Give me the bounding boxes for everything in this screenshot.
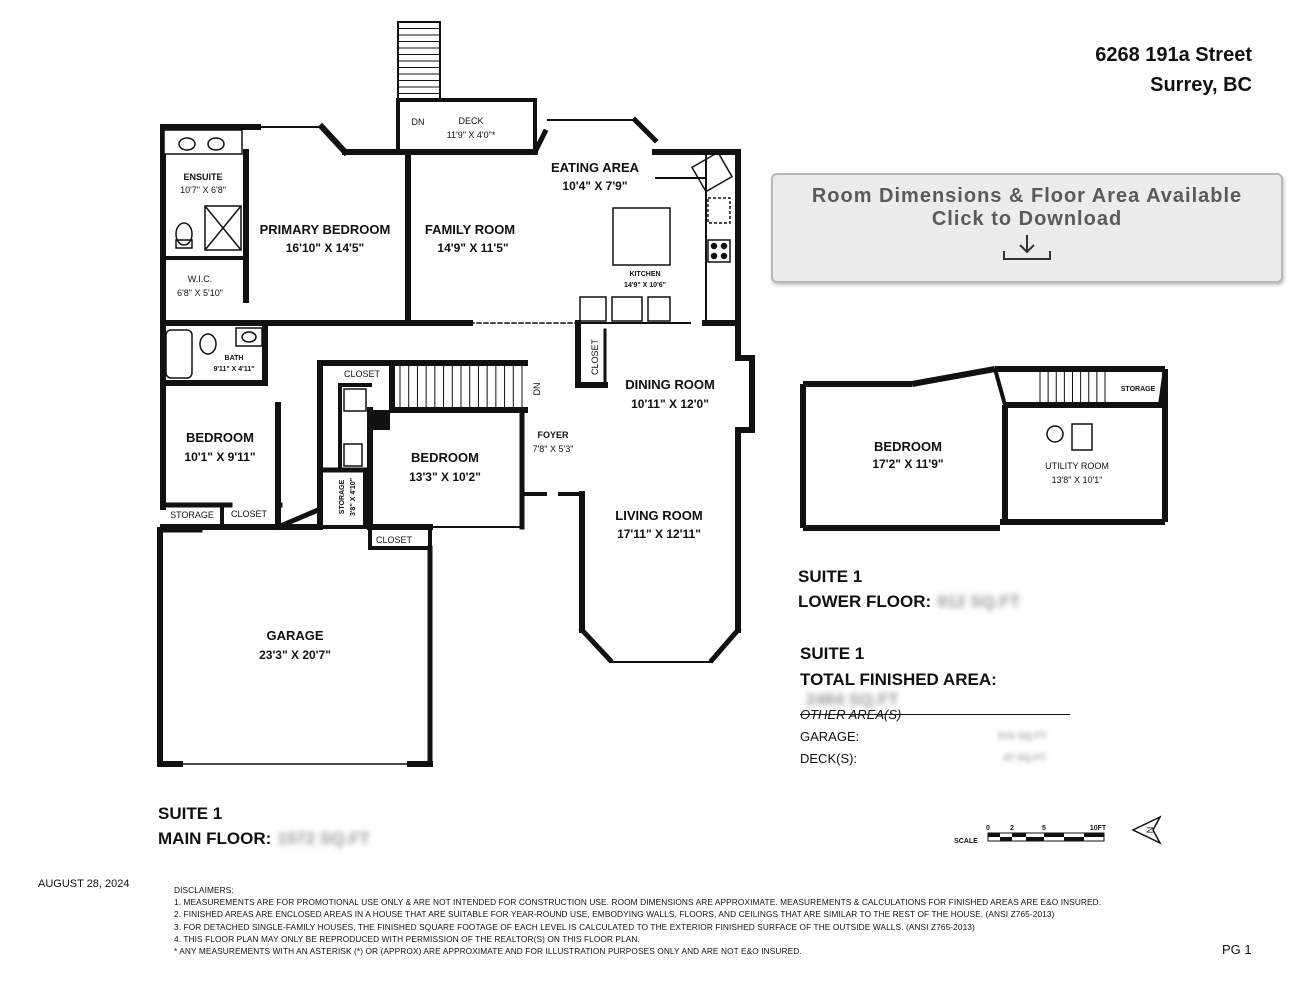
family-room-dim: 14'9" X 11'5" bbox=[437, 241, 508, 255]
deck-dim: 11'9" X 4'0"* bbox=[447, 130, 496, 140]
closet-kitchen-name: CLOSET bbox=[590, 338, 600, 375]
storage-left-name: STORAGE bbox=[170, 510, 214, 520]
lower-floor-area: LOWER FLOOR: 912 SQ.FT bbox=[798, 592, 1020, 612]
download-button[interactable]: Room Dimensions & Floor Area Available C… bbox=[771, 173, 1283, 283]
scale-label: SCALE bbox=[954, 838, 978, 845]
stairs-dn-deck: DN bbox=[412, 117, 425, 127]
ensuite-name: ENSUITE bbox=[183, 172, 222, 182]
lower-bedroom-dim: 17'2" X 11'9" bbox=[872, 457, 943, 471]
utility-room-dim: 13'8" X 10'1" bbox=[1052, 475, 1103, 485]
total-finished-value: 2484 SQ.FT bbox=[806, 690, 899, 709]
eating-area-name: EATING AREA bbox=[551, 160, 640, 175]
scale-tick-2: 2 bbox=[1010, 825, 1014, 832]
kitchen-name: KITCHEN bbox=[629, 271, 660, 278]
disclaimer-item: 2. FINISHED AREAS ARE ENCLOSED AREAS IN … bbox=[174, 909, 1055, 920]
lower-floor-label: LOWER FLOOR: bbox=[798, 592, 932, 611]
garage-dim: 23'3" X 20'7" bbox=[259, 648, 331, 662]
total-finished-area: TOTAL FINISHED AREA:2484 SQ.FT bbox=[800, 670, 1070, 715]
living-room-dim: 17'11" X 12'11" bbox=[617, 527, 701, 541]
deck-area-value: 47 SQ.FT bbox=[1003, 753, 1047, 764]
stairs bbox=[398, 21, 1106, 408]
bedroom-left-dim: 10'1" X 9'11" bbox=[184, 450, 255, 464]
deck-name: DECK bbox=[458, 116, 483, 126]
garage-name: GARAGE bbox=[266, 628, 323, 643]
main-floor-label: MAIN FLOOR: bbox=[158, 829, 272, 848]
north-label: N bbox=[1145, 827, 1155, 834]
total-suite-label: SUITE 1 bbox=[800, 644, 865, 663]
storage-hall-dim: 3'8" X 4'10" bbox=[350, 478, 357, 516]
lower-suite-label: SUITE 1 bbox=[798, 567, 863, 586]
scale-tick-5: 5 bbox=[1042, 825, 1046, 832]
download-icon bbox=[1003, 235, 1051, 260]
disclaimers-heading: DISCLAIMERS: bbox=[174, 885, 234, 895]
plan-date: AUGUST 28, 2024 bbox=[38, 878, 130, 890]
disclaimer-item: 3. FOR DETACHED SINGLE-FAMILY HOUSES, TH… bbox=[174, 921, 975, 932]
main-suite-label: SUITE 1 bbox=[158, 804, 223, 823]
main-floor-value: 1572 SQ.FT bbox=[277, 829, 370, 848]
disclaimer-item: 1. MEASUREMENTS ARE FOR PROMOTIONAL USE … bbox=[174, 897, 1102, 908]
wic-dim: 6'8" X 5'10" bbox=[177, 288, 223, 298]
address-line-1: 6268 191a Street bbox=[1095, 44, 1252, 66]
closet-hall-name: CLOSET bbox=[344, 369, 381, 379]
primary-bedroom-name: PRIMARY BEDROOM bbox=[260, 222, 391, 237]
ensuite-dim: 10'7" X 6'8" bbox=[180, 185, 226, 195]
kitchen-dim: 14'9" X 10'6" bbox=[624, 282, 666, 289]
room-labels: ENSUITE 10'7" X 6'8" PRIMARY BEDROOM 16'… bbox=[170, 116, 1155, 662]
deck-area-label: DECK(S): bbox=[800, 751, 858, 766]
north-arrow-icon: N bbox=[1131, 815, 1162, 845]
eating-area-dim: 10'4" X 7'9" bbox=[562, 179, 627, 193]
dining-room-name: DINING ROOM bbox=[625, 377, 715, 392]
address-line-2: Surrey, BC bbox=[1150, 74, 1252, 96]
bath-dim: 9'11" X 4'11" bbox=[213, 366, 254, 373]
disclaimer-item: * ANY MEASUREMENTS WITH AN ASTERISK (*) … bbox=[174, 946, 802, 957]
page-number: PG 1 bbox=[1222, 942, 1252, 957]
wic-name: W.I.C. bbox=[188, 274, 213, 284]
lower-bedroom-name: BEDROOM bbox=[874, 439, 942, 454]
foyer-dim: 7'8" X 5'3" bbox=[533, 444, 574, 454]
family-room-name: FAMILY ROOM bbox=[425, 222, 515, 237]
disclaimer-item: 4. THIS FLOOR PLAN MAY ONLY BE REPRODUCE… bbox=[174, 933, 640, 944]
closet-left-name: CLOSET bbox=[231, 509, 268, 519]
scale-tick-10ft: 10FT bbox=[1090, 825, 1107, 832]
scale-bar: SCALE 0 2 5 10FT bbox=[954, 825, 1107, 845]
stairs-dn-hall: DN bbox=[532, 383, 542, 396]
download-line-1: Room Dimensions & Floor Area Available bbox=[811, 185, 1243, 207]
scale-tick-0: 0 bbox=[986, 825, 990, 832]
main-floor-fixtures bbox=[163, 129, 734, 467]
utility-room-name: UTILITY ROOM bbox=[1045, 461, 1109, 471]
storage-hall-name: STORAGE bbox=[339, 479, 346, 514]
lower-floor-walls bbox=[800, 366, 1168, 531]
bedroom-mid-dim: 13'3" X 10'2" bbox=[409, 470, 481, 484]
disclaimers: DISCLAIMERS: 1. MEASUREMENTS ARE FOR PRO… bbox=[174, 884, 1101, 957]
total-finished-label: TOTAL FINISHED AREA: bbox=[800, 670, 997, 689]
dining-room-dim: 10'11" X 12'0" bbox=[631, 397, 709, 411]
foyer-name: FOYER bbox=[537, 430, 569, 440]
lower-storage-name: STORAGE bbox=[1121, 386, 1156, 393]
garage-area-value: 515 SQ.FT bbox=[998, 731, 1047, 742]
bath-name: BATH bbox=[225, 355, 244, 362]
main-floor-area: MAIN FLOOR: 1572 SQ.FT bbox=[158, 829, 370, 849]
lower-floor-value: 912 SQ.FT bbox=[937, 592, 1021, 611]
download-line-2: Click to Download bbox=[931, 208, 1123, 230]
primary-bedroom-dim: 16'10" X 14'5" bbox=[286, 241, 364, 255]
bedroom-mid-name: BEDROOM bbox=[411, 450, 479, 465]
bedroom-left-name: BEDROOM bbox=[186, 430, 254, 445]
living-room-name: LIVING ROOM bbox=[615, 508, 702, 523]
other-areas-heading: OTHER AREA(S) bbox=[800, 707, 902, 722]
closet-mid-name: CLOSET bbox=[376, 535, 413, 545]
garage-area-label: GARAGE: bbox=[800, 729, 860, 744]
